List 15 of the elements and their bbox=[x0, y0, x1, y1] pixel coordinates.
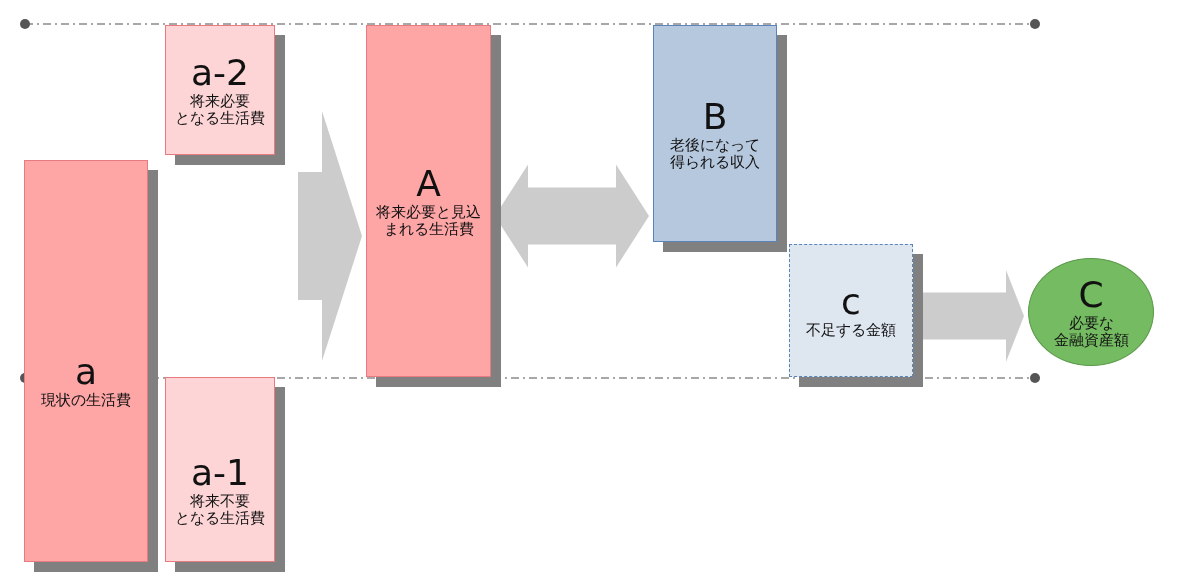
node-text: 将来不要となる生活費 bbox=[175, 492, 265, 527]
node-text: 将来必要と見込まれる生活費 bbox=[376, 204, 481, 238]
node-text: 将来必要となる生活費 bbox=[175, 93, 265, 127]
block-arrow bbox=[298, 111, 362, 361]
node-heading: a bbox=[74, 351, 98, 392]
node-text: 現状の生活費 bbox=[41, 391, 131, 409]
node-text: 必要な金融資産額 bbox=[1053, 315, 1129, 349]
node-heading: A bbox=[416, 164, 441, 204]
node-heading: a-1 bbox=[191, 452, 249, 493]
node-text: 不足する金額 bbox=[806, 322, 896, 339]
node-heading: c bbox=[841, 282, 861, 322]
node-text: 老後になって得られる収入 bbox=[670, 136, 760, 171]
node-heading: B bbox=[702, 96, 728, 137]
node-heading: a-2 bbox=[191, 53, 249, 93]
node-heading: C bbox=[1078, 275, 1104, 315]
